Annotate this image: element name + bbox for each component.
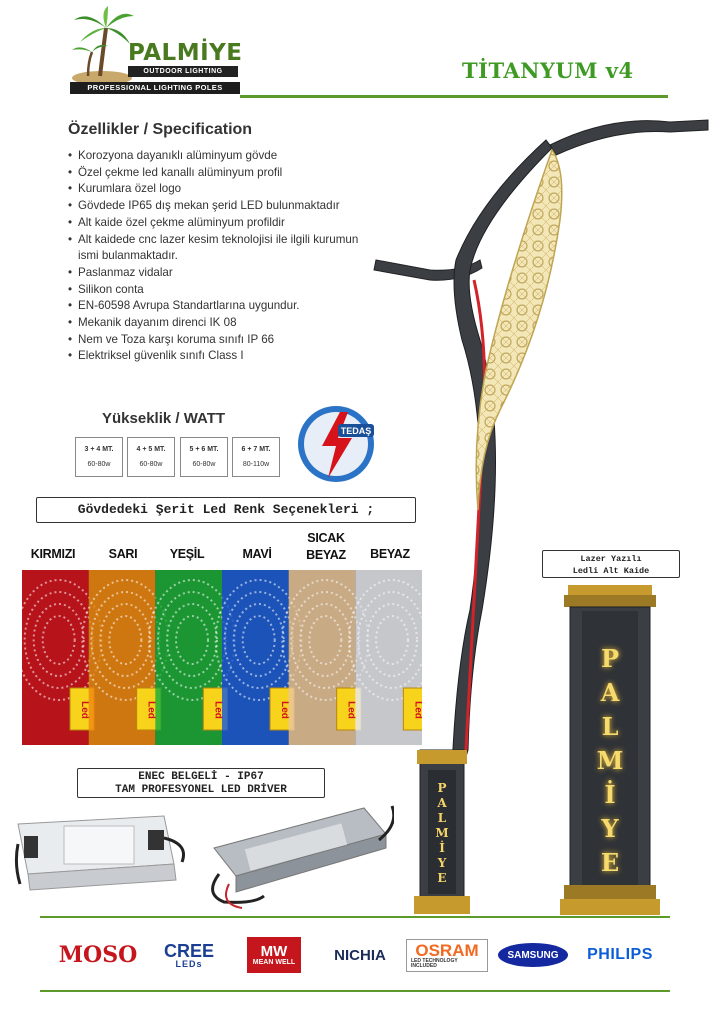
base-label-line-2: Ledli Alt Kaide: [572, 566, 650, 576]
brand-row: MOSO CREE LEDs MW MEAN WELL NICHIA OSRAM…: [40, 930, 680, 980]
spec-item: Nem ve Toza karşı koruma sınıfı IP 66: [68, 332, 398, 349]
brand-moso: MOSO: [58, 942, 138, 968]
color-label-green: YEŞİL: [169, 547, 205, 561]
height-value: 5 + 6 MT.: [189, 446, 219, 453]
led-strip-photo: Led Led Led Led Led Led: [22, 570, 422, 745]
spec-item: Kurumlara özel logo: [68, 181, 398, 198]
height-value: 6 + 7 MT.: [241, 446, 271, 453]
logo-tagline: OUTDOOR LIGHTING: [128, 66, 238, 77]
led-reel-coil: [99, 603, 152, 677]
base-engraved-letter: E: [601, 848, 619, 877]
pole-engraved-letter: P: [437, 781, 446, 795]
base-engraved-letter: Y: [600, 814, 619, 843]
tedas-text: TEDAŞ: [341, 426, 372, 436]
led-color-title: Gövdedeki Şerit Led Renk Seçenekleri ;: [36, 497, 416, 523]
height-option: 5 + 6 MT. 60-80w: [180, 437, 228, 477]
pole-engraved-letter: Y: [437, 856, 447, 870]
led-reel-coil: [232, 603, 285, 677]
driver-line-1: ENEC BELGELİ - IP67: [138, 771, 264, 783]
spec-item: Özel çekme led kanallı alüminyum profil: [68, 165, 398, 182]
led-reel-coil: [348, 579, 422, 701]
color-label-warm-white: SICAK BEYAZ: [306, 531, 346, 562]
led-reel-coil: [41, 615, 76, 665]
spec-item: Paslanmaz vidalar: [68, 265, 398, 282]
driver-line-2: TAM PROFESYONEL LED DRİVER: [115, 784, 287, 796]
height-option: 4 + 5 MT. 60-80w: [127, 437, 175, 477]
color-label-red: KIRMIZI: [30, 547, 76, 561]
base-engraved-letter: A: [600, 678, 620, 707]
brand-samsung: SAMSUNG: [496, 930, 570, 980]
height-value: 3 + 4 MT.: [84, 446, 114, 453]
color-label-white: BEYAZ: [370, 547, 410, 561]
driver-title: ENEC BELGELİ - IP67 TAM PROFESYONEL LED …: [77, 768, 325, 798]
logo-strap: PROFESSIONAL LIGHTING POLES: [70, 82, 240, 94]
footer-divider-top: [40, 916, 670, 918]
brand-osram: OSRAM LED TECHNOLOGY INCLUDED: [406, 930, 488, 980]
base-engraved-letter: M: [597, 746, 624, 775]
led-reel-coil: [108, 615, 143, 665]
led-reel-coil: [375, 615, 409, 665]
led-reel-coil: [299, 603, 352, 677]
pole-engraved-letter: A: [436, 796, 447, 810]
spec-item: Gövdede IP65 dış mekan şerid LED bulunma…: [68, 198, 398, 215]
spec-list: Korozyona dayanıklı alüminyum gövde Özel…: [68, 148, 398, 365]
product-title: TİTANYUM v4: [462, 58, 634, 83]
led-reel-coil: [175, 615, 209, 665]
color-label-blue: MAVİ: [242, 547, 272, 561]
brand-cree: CREE LEDs: [163, 940, 214, 969]
laser-engraved-base-image: PALMİYE: [560, 585, 660, 915]
led-tag-text: Led: [279, 701, 290, 719]
height-option: 3 + 4 MT. 60-80w: [75, 437, 123, 477]
tedas-logo-icon: TEDAŞ: [298, 406, 374, 482]
led-driver-image: [14, 805, 394, 909]
color-label-yellow: SARI: [108, 547, 138, 561]
led-reel-coil: [32, 603, 85, 677]
spec-item: Mekanik dayanım direnci IK 08: [68, 315, 398, 332]
led-reel-coil: [366, 603, 418, 677]
spec-title: Özellikler / Specification: [68, 121, 253, 138]
pole-engraved-letter: M: [435, 826, 448, 840]
titanyum-pole-image: PALMİYE: [373, 119, 709, 914]
spec-item: Alt kaidede cnc lazer kesim teknolojisi …: [68, 232, 368, 265]
led-tag-text: Led: [212, 701, 223, 719]
watt-value: 80-110w: [242, 461, 270, 468]
base-engraved-letter: P: [601, 644, 619, 673]
base-label-line-1: Lazer Yazılı: [580, 554, 642, 564]
base-engraved-letter: L: [602, 712, 619, 741]
pole-engraved-letter: L: [438, 811, 447, 825]
led-tag-text: Led: [146, 701, 157, 719]
spec-item: EN-60598 Avrupa Standartlarına uygundur.: [68, 298, 398, 315]
led-tag-text: Led: [412, 701, 422, 719]
led-reel-coil: [166, 603, 218, 677]
led-tag-text: Led: [79, 701, 90, 719]
led-reel-coil: [241, 615, 276, 665]
pole-engraved-letter: İ: [439, 840, 445, 855]
tedas-badge: TEDAŞ: [294, 402, 378, 484]
spec-item: Elektriksel güvenlik sınıfı Class I: [68, 348, 398, 365]
spec-item: Alt kaide özel çekme alüminyum profildir: [68, 215, 398, 232]
height-option: 6 + 7 MT. 80-110w: [232, 437, 280, 477]
logo-wordmark: PALMİYE: [128, 40, 243, 66]
header-divider: [240, 95, 668, 98]
watt-value: 60-80w: [139, 461, 163, 468]
base-label: Lazer Yazılı Ledli Alt Kaide: [542, 550, 680, 578]
height-title: Yükseklik / WATT: [102, 410, 226, 427]
brand-philips: PHILIPS: [587, 946, 653, 963]
led-reel-coil: [308, 615, 343, 665]
palmiye-logo: PALMİYE OUTDOOR LIGHTING PROFESSIONAL LI…: [70, 6, 243, 94]
watt-value: 60-80w: [192, 461, 216, 468]
brand-meanwell: MW MEAN WELL: [244, 930, 304, 980]
base-engraved-letter: İ: [604, 780, 615, 809]
footer-divider-bottom: [40, 990, 670, 992]
height-value: 4 + 5 MT.: [136, 446, 166, 453]
led-tag-text: Led: [346, 701, 357, 719]
spec-item: Silikon conta: [68, 282, 398, 299]
led-tag: [402, 687, 422, 731]
brand-nichia: NICHIA: [334, 946, 386, 964]
palm-tree-icon: [72, 6, 134, 85]
watt-value: 60-80w: [87, 461, 111, 468]
pole-engraved-letter: E: [437, 871, 446, 885]
spec-item: Korozyona dayanıklı alüminyum gövde: [68, 148, 398, 165]
